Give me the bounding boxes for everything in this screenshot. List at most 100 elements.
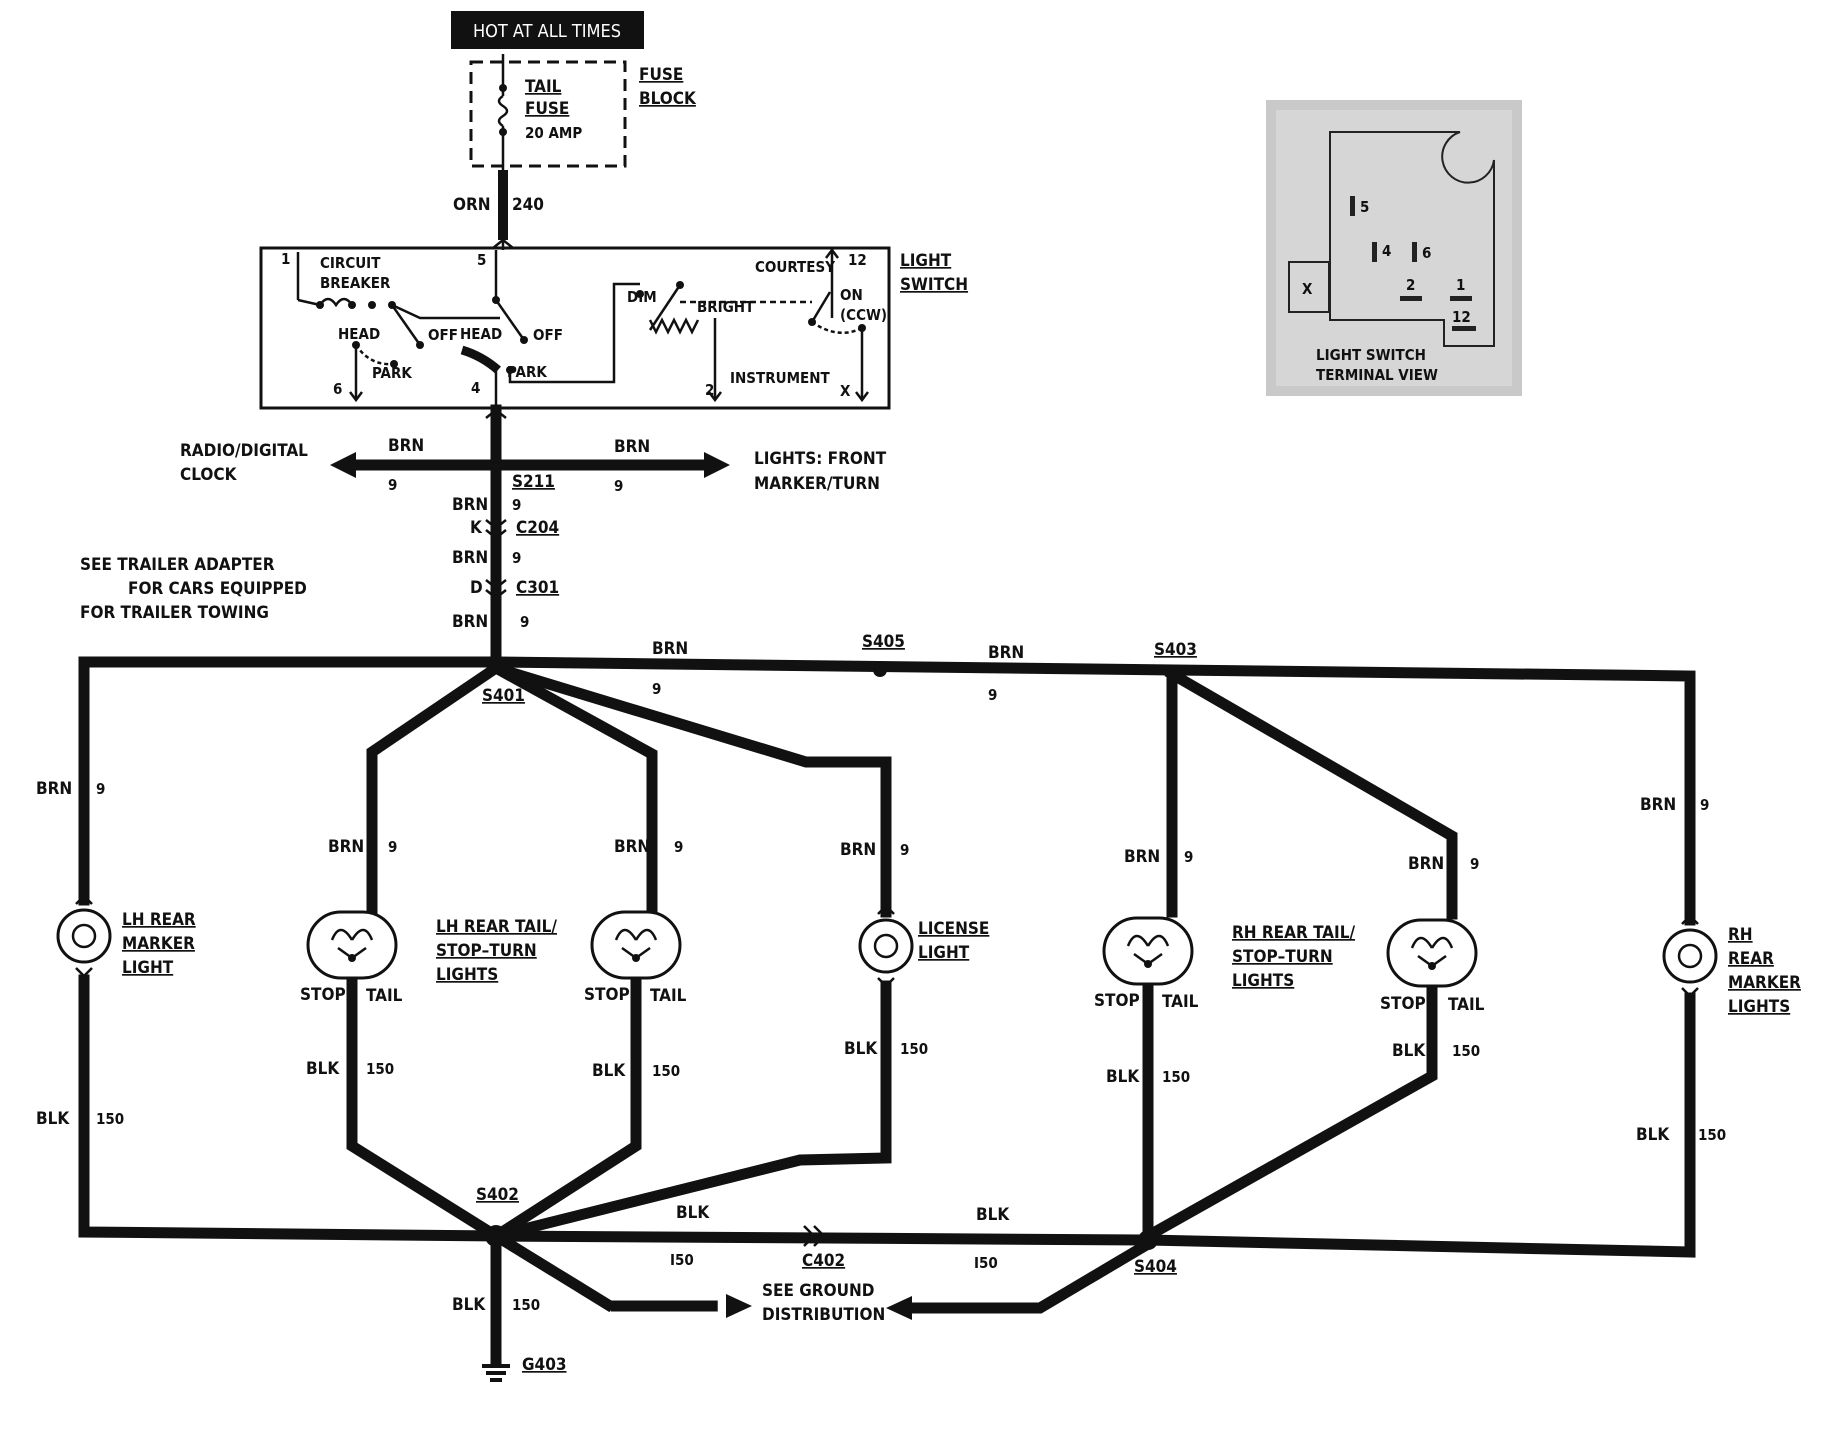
radio-clock-label-1: RADIO/DIGITAL [180, 441, 308, 461]
svg-text:TAIL: TAIL [650, 986, 687, 1006]
svg-text:BLK: BLK [1636, 1125, 1670, 1145]
s211-label: S211 [512, 472, 555, 492]
rh-tail-lamp-outer [1386, 918, 1478, 988]
svg-text:STOP: STOP [1094, 991, 1140, 1011]
svg-text:5: 5 [1360, 198, 1369, 216]
svg-text:BLK: BLK [36, 1109, 70, 1129]
c204-label: C204 [516, 518, 559, 538]
svg-text:9: 9 [674, 838, 683, 856]
rh-tail-label-3: LIGHTS [1232, 971, 1294, 991]
feed-circuit: 240 [512, 195, 544, 215]
svg-text:BRN: BRN [452, 548, 488, 568]
c301-pin: D [470, 578, 483, 598]
svg-text:HEAD: HEAD [460, 325, 502, 343]
g403-label: G403 [522, 1355, 566, 1375]
lh-marker-label-1: LH REAR [122, 910, 196, 930]
terminal-view-title-1: LIGHT SWITCH [1316, 346, 1426, 364]
svg-text:150: 150 [1452, 1042, 1480, 1060]
svg-text:BRN: BRN [452, 495, 488, 515]
svg-text:1: 1 [281, 250, 290, 268]
rh-marker-label-2: REAR [1728, 949, 1774, 969]
svg-text:X: X [1302, 280, 1313, 298]
light-switch-box [259, 246, 891, 410]
svg-text:150: 150 [652, 1062, 680, 1080]
svg-text:9: 9 [1700, 796, 1709, 814]
svg-text:12: 12 [1452, 308, 1471, 326]
hot-at-all-times-label: HOT AT ALL TIMES [473, 21, 621, 42]
park-contact [460, 345, 501, 374]
svg-text:(CCW): (CCW) [840, 306, 887, 324]
rh-tail-lamp-inner [1102, 916, 1194, 986]
svg-text:150: 150 [1162, 1068, 1190, 1086]
svg-text:4: 4 [1382, 242, 1391, 260]
svg-text:BLK: BLK [452, 1295, 486, 1315]
svg-text:BRN: BRN [614, 837, 650, 857]
trailer-note-3: FOR TRAILER TOWING [80, 603, 269, 623]
fuse-block-label-1: FUSE [639, 65, 683, 85]
svg-text:OFF: OFF [428, 326, 458, 344]
svg-text:STOP: STOP [1380, 994, 1426, 1014]
s403-label: S403 [1154, 640, 1197, 660]
svg-text:BLK: BLK [1392, 1041, 1426, 1061]
lh-marker-label-2: MARKER [122, 934, 195, 954]
trailer-note-1: SEE TRAILER ADAPTER [80, 555, 275, 575]
svg-text:OFF: OFF [533, 326, 563, 344]
lh-tail-lamp-outer [306, 910, 398, 980]
svg-text:150: 150 [900, 1040, 928, 1058]
circuit-breaker-label-2: BREAKER [320, 274, 391, 292]
svg-text:PARK: PARK [372, 364, 412, 382]
lh-tail-lamp-inner [590, 910, 682, 980]
svg-text:9: 9 [520, 613, 529, 631]
radio-clock-label-2: CLOCK [180, 465, 238, 485]
s404-label: S404 [1134, 1257, 1177, 1277]
front-marker-label-2: MARKER/TURN [754, 474, 880, 494]
svg-text:TAIL: TAIL [366, 986, 403, 1006]
svg-text:BLK: BLK [306, 1059, 340, 1079]
fuse-block-outline [469, 60, 627, 168]
s402-label: S402 [476, 1185, 519, 1205]
svg-text:BLK: BLK [844, 1039, 878, 1059]
svg-text:BRN: BRN [652, 639, 688, 659]
svg-text:9: 9 [512, 496, 521, 514]
svg-text:4: 4 [471, 379, 480, 397]
svg-text:150: 150 [512, 1296, 540, 1314]
svg-text:9: 9 [900, 841, 909, 859]
svg-text:150: 150 [366, 1060, 394, 1078]
circuit-breaker-label-1: CIRCUIT [320, 254, 381, 272]
svg-text:9: 9 [1184, 848, 1193, 866]
svg-text:BLK: BLK [976, 1205, 1010, 1225]
license-label-1: LICENSE [918, 919, 989, 939]
rh-tail-label-1: RH REAR TAIL/ [1232, 923, 1355, 943]
svg-text:BRN: BRN [1640, 795, 1676, 815]
svg-text:12: 12 [848, 251, 867, 269]
svg-text:2: 2 [1406, 276, 1415, 294]
svg-text:5: 5 [477, 251, 486, 269]
lh-tail-label-1: LH REAR TAIL/ [436, 917, 557, 937]
rh-marker-label-3: MARKER [1728, 973, 1801, 993]
svg-text:BLK: BLK [676, 1203, 710, 1223]
front-marker-label-1: LIGHTS: FRONT [754, 449, 887, 469]
svg-text:STOP: STOP [300, 985, 346, 1005]
lh-marker-lamp [56, 894, 112, 978]
fuse-rating: 20 AMP [525, 124, 582, 142]
terminal-view-title-2: TERMINAL VIEW [1316, 366, 1438, 384]
license-label-2: LIGHT [918, 943, 970, 963]
svg-text:TAIL: TAIL [1448, 995, 1485, 1015]
svg-text:9: 9 [96, 780, 105, 798]
lh-tail-label-3: LIGHTS [436, 965, 498, 985]
s405-label: S405 [862, 632, 905, 652]
svg-text:BRN: BRN [1124, 847, 1160, 867]
rh-marker-lamp [1662, 914, 1718, 998]
license-lamp [858, 904, 914, 988]
svg-text:1: 1 [1456, 276, 1465, 294]
svg-text:PARK: PARK [507, 363, 547, 381]
svg-text:BLK: BLK [592, 1061, 626, 1081]
ground-distribution-label-1: SEE GROUND [762, 1281, 874, 1301]
lh-marker-label-3: LIGHT [122, 958, 174, 978]
fuse-element [497, 94, 509, 128]
rh-marker-label-1: RH [1728, 925, 1753, 945]
svg-text:9: 9 [614, 477, 623, 495]
svg-text:BRN: BRN [614, 437, 650, 457]
light-switch-title-1: LIGHT [900, 251, 952, 271]
svg-text:I50: I50 [974, 1254, 998, 1272]
